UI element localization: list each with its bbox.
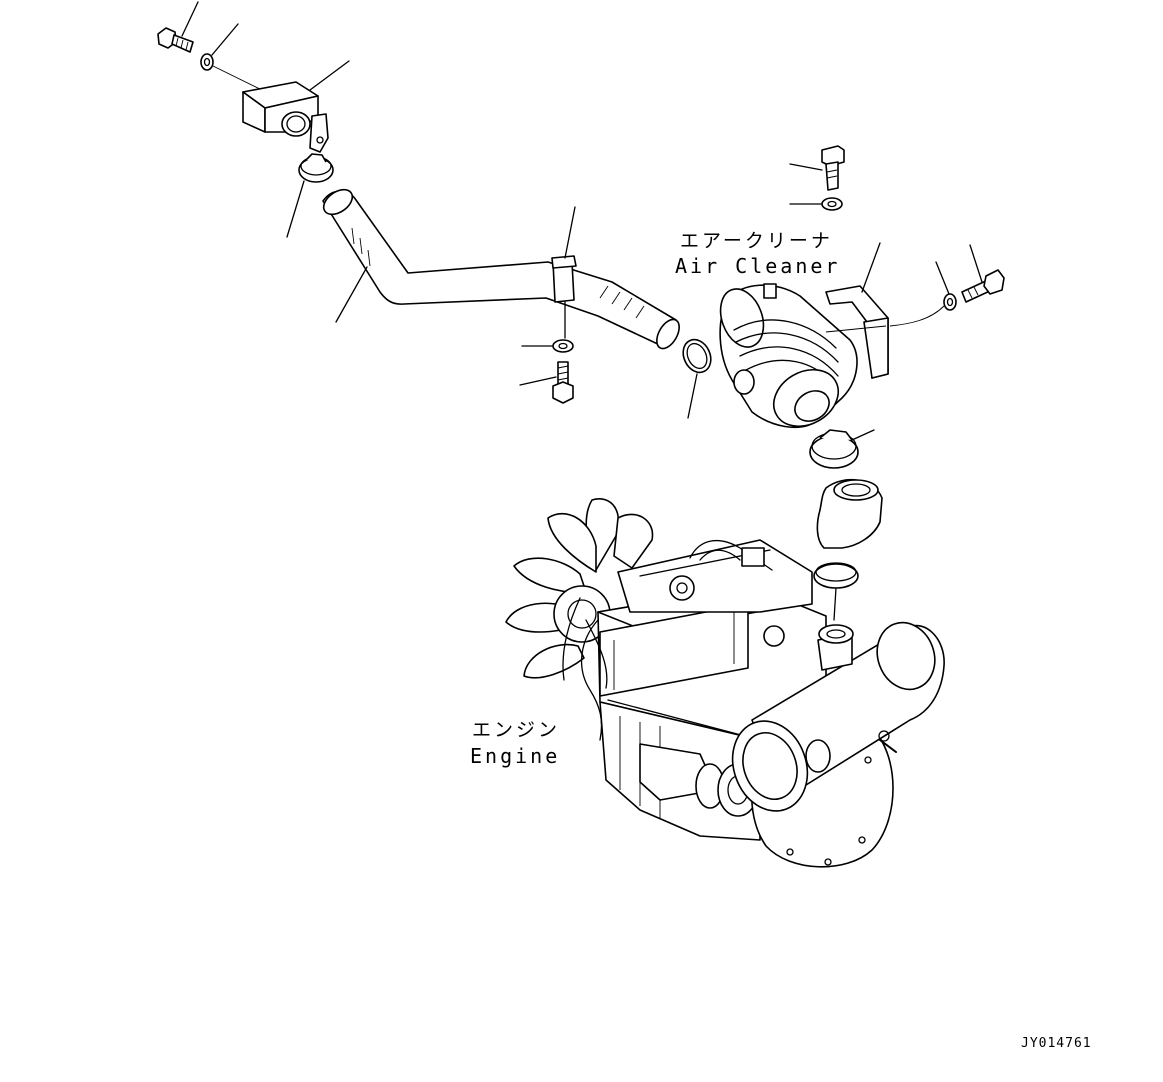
washer-air-cleaner-top (789, 197, 843, 211)
air-cleaner-label-en: Air Cleaner (675, 254, 841, 278)
bolt-air-cleaner-side (961, 244, 1005, 303)
air-cleaner-label-jp: エアークリーナ (680, 230, 833, 252)
engine-label-jp: エンジン (472, 719, 561, 741)
washer-air-cleaner-side (889, 261, 957, 327)
hose-clamp-4 (813, 562, 859, 621)
intake-bracket (242, 60, 350, 153)
bolt-air-cleaner-top (789, 145, 845, 191)
intake-hose (322, 188, 680, 350)
drawing-id: JY014761 (1021, 1036, 1092, 1051)
intake-pipe (817, 624, 854, 671)
engine (505, 498, 945, 868)
hose-clamp-2 (682, 338, 712, 419)
washer-top-left (200, 23, 263, 91)
engine-label-en: Engine (470, 744, 561, 768)
washer-mid (521, 339, 574, 353)
hose-clamp-1 (286, 153, 334, 238)
elbow-hose (816, 479, 883, 549)
bolt-top-left (157, 1, 199, 53)
bolt-mid (519, 361, 574, 404)
hose-support-band (551, 206, 577, 339)
air-cleaner-bracket (825, 242, 889, 379)
air-cleaner (719, 283, 858, 429)
muffler (731, 621, 945, 812)
hose-clamp-3 (809, 429, 875, 469)
